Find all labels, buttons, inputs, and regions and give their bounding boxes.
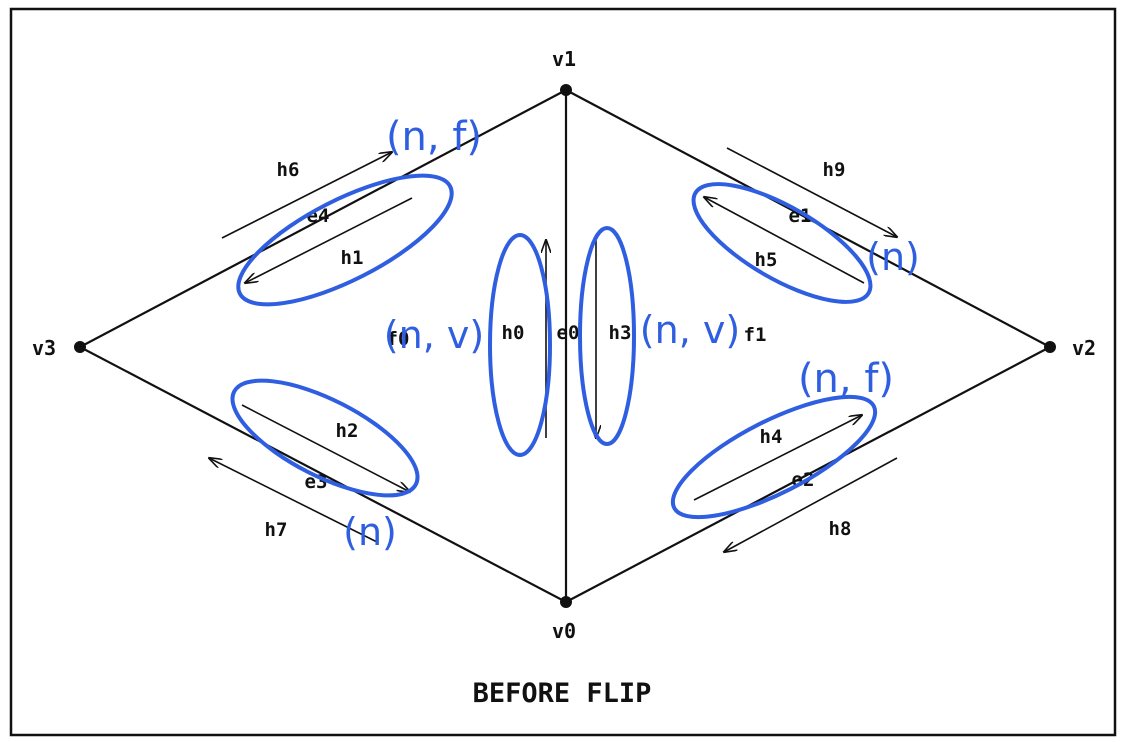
- halfedge-label-h5: h5: [755, 249, 778, 271]
- annotation-text-h4: (n, f): [798, 356, 894, 402]
- vertex-v1-dot: [560, 84, 572, 96]
- halfedge-label-h8: h8: [829, 518, 852, 540]
- halfedge-h7-arrow: [209, 458, 378, 543]
- halfedge-label-h0: h0: [502, 322, 525, 344]
- diagram-title: BEFORE FLIP: [473, 678, 652, 709]
- halfedge-label-h2: h2: [336, 420, 359, 442]
- annotation-circle-h0: [488, 233, 552, 457]
- annotation-circle-h5: [691, 182, 873, 304]
- edge-e4-line: [79, 89, 567, 348]
- halfedge-h4-arrow: [693, 415, 862, 501]
- vertex-label-v1: v1: [552, 47, 576, 71]
- halfedge-label-h3: h3: [609, 322, 632, 344]
- vertex-v0-dot: [560, 596, 572, 608]
- edge-e2-line: [565, 346, 1051, 603]
- halfedge-h8-arrow: [724, 457, 898, 552]
- edge-e3-line: [79, 346, 567, 603]
- halfedge-label-h7: h7: [265, 519, 288, 541]
- edge-label-e0: e0: [557, 322, 580, 344]
- halfedge-h6-arrow: [221, 152, 392, 239]
- vertex-v3-dot: [74, 341, 86, 353]
- halfedge-h9-arrow: [726, 147, 897, 237]
- vertex-label-v3: v3: [32, 336, 56, 360]
- halfedge-h1-arrow: [245, 197, 413, 283]
- annotation-text-h0: (n, v): [384, 313, 484, 357]
- vertex-v2-dot: [1044, 341, 1056, 353]
- halfedge-h5-arrow: [704, 197, 865, 284]
- face-label-f1: f1: [744, 324, 767, 346]
- vertex-label-v2: v2: [1072, 336, 1096, 360]
- annotation-circle-h2: [230, 378, 420, 498]
- halfedge-label-h9: h9: [823, 159, 846, 181]
- figure-frame: [9, 7, 1117, 737]
- annotation-text-h3: (n, v): [640, 308, 740, 352]
- annotation-text-h1: (n, f): [386, 114, 482, 160]
- face-label-f0: f0: [387, 328, 410, 350]
- annotation-text-h2: (n): [343, 510, 397, 554]
- halfedge-h2-arrow: [241, 404, 410, 492]
- annotation-text-h5: (n): [866, 235, 920, 279]
- halfedge-label-h1: h1: [341, 247, 364, 269]
- vertex-label-v0: v0: [552, 619, 576, 643]
- annotation-circle-h4: [670, 394, 878, 520]
- halfedge-label-h4: h4: [760, 426, 783, 448]
- annotation-circle-h3: [578, 226, 636, 446]
- annotation-circle-h1: [236, 173, 454, 307]
- halfedge-label-h6: h6: [277, 159, 300, 181]
